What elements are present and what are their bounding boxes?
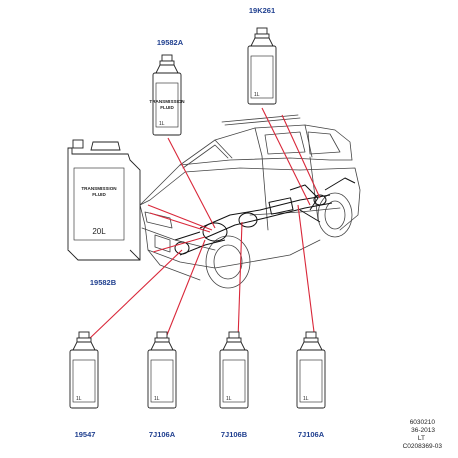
bottle-volume: 1L bbox=[154, 396, 160, 402]
leader-19582B-2 bbox=[149, 212, 211, 233]
leader-lines bbox=[87, 107, 321, 341]
reference-block: 6030210 36-2013 LT C0208369-03 bbox=[403, 419, 443, 450]
part-number-19582B: 19582B bbox=[90, 278, 117, 287]
reference-line-2: 36-2013 bbox=[411, 427, 435, 434]
bottle-volume: 1L bbox=[254, 92, 260, 98]
part-number-19582A: 19582A bbox=[157, 38, 184, 47]
bottle-7J106A-left: 1L bbox=[147, 331, 177, 409]
bottle-label-line1: TRANSMISSION bbox=[149, 99, 185, 104]
bottle-19582A: TRANSMISSION FLUID 1L bbox=[149, 54, 185, 136]
leader-7J106A-1 bbox=[164, 239, 206, 341]
can-label-line1: TRANSMISSION bbox=[81, 186, 117, 191]
part-number-7J106A-right: 7J106A bbox=[298, 430, 325, 439]
can-volume: 20L bbox=[92, 227, 106, 236]
part-number-7J106A-left: 7J106A bbox=[149, 430, 176, 439]
leader-19547 bbox=[87, 249, 183, 341]
bottle-7J106A-right: 1L bbox=[296, 331, 326, 409]
bottle-7J106B: 1L bbox=[219, 331, 249, 409]
bottle-volume: 1L bbox=[76, 396, 82, 402]
vehicle-illustration bbox=[139, 114, 361, 289]
leader-7J106B bbox=[237, 221, 243, 341]
reference-line-4: C0208369-03 bbox=[403, 443, 443, 450]
part-number-7J106B: 7J106B bbox=[221, 430, 248, 439]
reference-line-3: LT bbox=[418, 435, 425, 442]
bottle-label-line2: FLUID bbox=[160, 105, 174, 110]
leader-top-right-2 bbox=[281, 114, 321, 199]
bottle-volume: 1L bbox=[226, 396, 232, 402]
leader-7J106A-2 bbox=[297, 204, 316, 341]
leader-19K261 bbox=[261, 107, 311, 206]
bottle-19K261: 1L bbox=[247, 27, 277, 105]
leader-19582B-3 bbox=[152, 236, 206, 253]
can-label-line2: FLUID bbox=[92, 192, 106, 197]
part-number-19547: 19547 bbox=[75, 430, 96, 439]
bottle-volume: 1L bbox=[159, 121, 165, 127]
leader-19582A bbox=[167, 137, 216, 229]
reference-line-1: 6030210 bbox=[410, 419, 436, 426]
bottle-19547: 1L bbox=[69, 331, 99, 409]
can-19582B: TRANSMISSION FLUID 20L bbox=[67, 139, 141, 261]
bottle-volume: 1L bbox=[303, 396, 309, 402]
part-number-19K261: 19K261 bbox=[249, 6, 275, 15]
drivetrain-illustration bbox=[174, 177, 356, 256]
leader-19582B-1 bbox=[147, 204, 213, 231]
